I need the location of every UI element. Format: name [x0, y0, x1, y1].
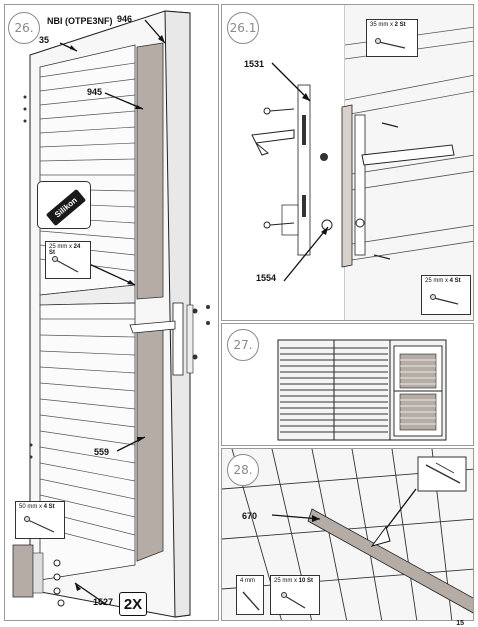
step-26-panel: 26. — [4, 4, 219, 621]
screw-box-50mm-4: 50 mm x 4 St — [15, 501, 65, 539]
screw-box-25mm-4: 25 mm x 4 St — [421, 275, 471, 315]
step-28-number: 28. — [227, 454, 259, 486]
part-label-1527: 1527 — [93, 597, 114, 607]
part-label-559: 559 — [94, 447, 110, 457]
quantity-badge: 2X — [119, 592, 147, 616]
step-26-1-panel: 26.1 — [221, 4, 474, 321]
part-label-945: 945 — [87, 87, 103, 97]
screw-icon — [375, 38, 406, 49]
silicone-tube-icon: Silikon — [45, 188, 87, 227]
door-illustration — [12, 10, 210, 618]
drill-bit-icon — [242, 591, 260, 611]
step-26-1-number: 26.1 — [227, 12, 259, 44]
part-label-1554: 1554 — [256, 273, 277, 283]
screw-icon — [430, 294, 459, 305]
step-27-number: 27. — [227, 329, 259, 361]
part-label-35: 35 — [39, 35, 50, 45]
screw-icon — [24, 516, 55, 533]
screw-icon — [281, 592, 306, 609]
part-label-670: 670 — [242, 511, 258, 521]
part-label-1531: 1531 — [244, 59, 265, 69]
step-27-panel: 27. — [221, 323, 474, 446]
louvre-wall-illustration — [277, 339, 447, 441]
lock-illustration — [251, 5, 473, 320]
step-26-number: 26. — [8, 12, 40, 44]
step-28-panel: 28. 670 4 mm 25 mm — [221, 448, 474, 621]
page-number: 15 — [456, 620, 464, 627]
part-label-946: 946 — [117, 14, 133, 24]
screw-box-25mm-10: 25 mm x 10 St — [270, 575, 320, 615]
screw-box-25mm-24: 25 mm x 24 St — [45, 241, 91, 279]
screw-icon — [52, 256, 79, 273]
screw-box-35mm-2: 35 mm x 2 St — [366, 19, 418, 57]
silicone-callout: Silikon — [37, 181, 91, 229]
screw-box-4mm: 4 mm — [236, 575, 264, 615]
silicone-label: Silikon — [53, 195, 79, 220]
model-code: NBI (OTPE3NF) — [47, 16, 113, 26]
